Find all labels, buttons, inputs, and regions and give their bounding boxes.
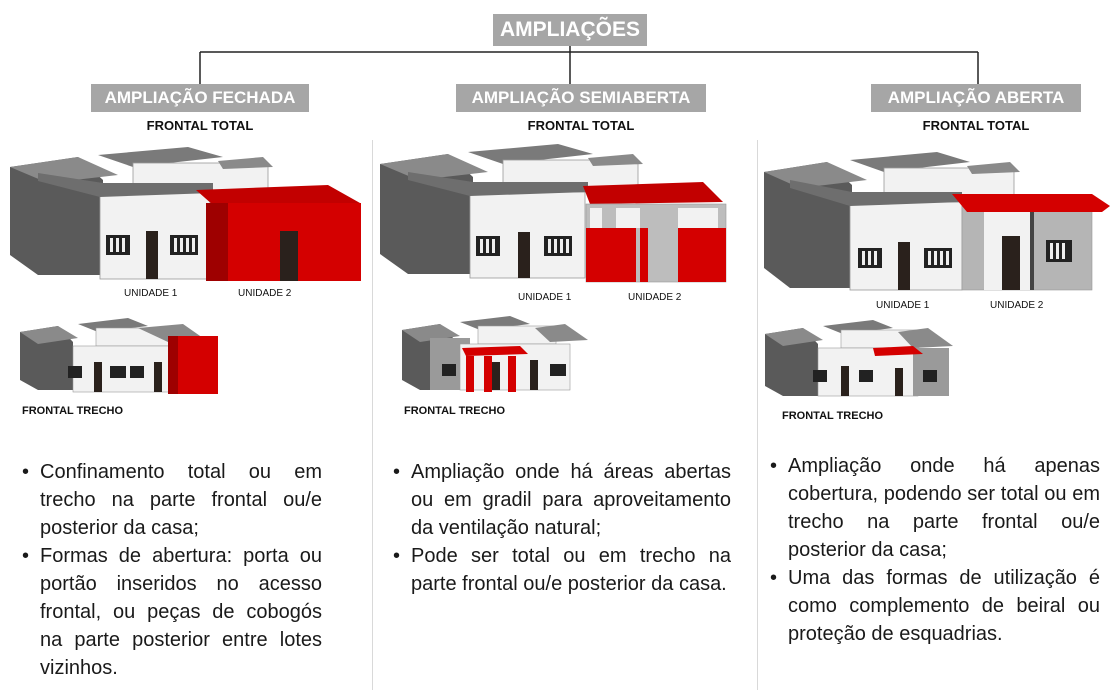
label-unidade-2: UNIDADE 2: [238, 288, 292, 299]
bullet-item: Formas de abertura: porta ou portão inse…: [22, 542, 322, 682]
label-frontal-trecho: FRONTAL TRECHO: [404, 405, 506, 417]
label-unidade-1: UNIDADE 1: [876, 300, 930, 311]
connector-lines: [199, 46, 979, 84]
label-unidade-2: UNIDADE 2: [990, 300, 1044, 311]
house-fechada-total-illustration: [10, 147, 361, 281]
label-unidade-1: UNIDADE 1: [124, 288, 178, 299]
title-ampliacao-aberta: AMPLIAÇÃO ABERTA: [871, 84, 1081, 112]
column-divider: [372, 140, 373, 690]
subtitle-fechada: FRONTAL TOTAL: [146, 118, 254, 133]
house-aberta-trecho-illustration: [765, 320, 953, 397]
bullet-item: Confinamento total ou em trecho na parte…: [22, 458, 322, 542]
subtitle-aberta: FRONTAL TOTAL: [922, 118, 1030, 133]
label-frontal-trecho: FRONTAL TRECHO: [22, 405, 124, 417]
bullet-item: Uma das formas de utilização é como comp…: [770, 564, 1100, 648]
house-semiaberta-total-illustration: [380, 144, 727, 283]
title-ampliacao-fechada: AMPLIAÇÃO FECHADA: [91, 84, 309, 112]
main-title: AMPLIAÇÕES: [493, 14, 647, 46]
subtitle-semiaberta: FRONTAL TOTAL: [527, 118, 635, 133]
bullet-item: Ampliação onde há áreas abertas ou em gr…: [393, 458, 731, 542]
description-semiaberta: Ampliação onde há áreas abertas ou em gr…: [393, 458, 731, 598]
description-aberta: Ampliação onde há apenas cobertura, pode…: [770, 452, 1100, 648]
house-aberta-total-illustration: [764, 152, 1110, 291]
bullet-item: Pode ser total ou em trecho na parte fro…: [393, 542, 731, 598]
description-fechada: Confinamento total ou em trecho na parte…: [22, 458, 322, 682]
label-unidade-2: UNIDADE 2: [628, 292, 682, 303]
label-frontal-trecho: FRONTAL TRECHO: [782, 410, 884, 422]
column-divider: [757, 140, 758, 690]
house-fechada-trecho-illustration: [20, 318, 218, 394]
house-semiaberta-trecho-illustration: [402, 316, 588, 392]
title-ampliacao-semiaberta: AMPLIAÇÃO SEMIABERTA: [456, 84, 706, 112]
label-unidade-1: UNIDADE 1: [518, 292, 572, 303]
bullet-item: Ampliação onde há apenas cobertura, pode…: [770, 452, 1100, 564]
